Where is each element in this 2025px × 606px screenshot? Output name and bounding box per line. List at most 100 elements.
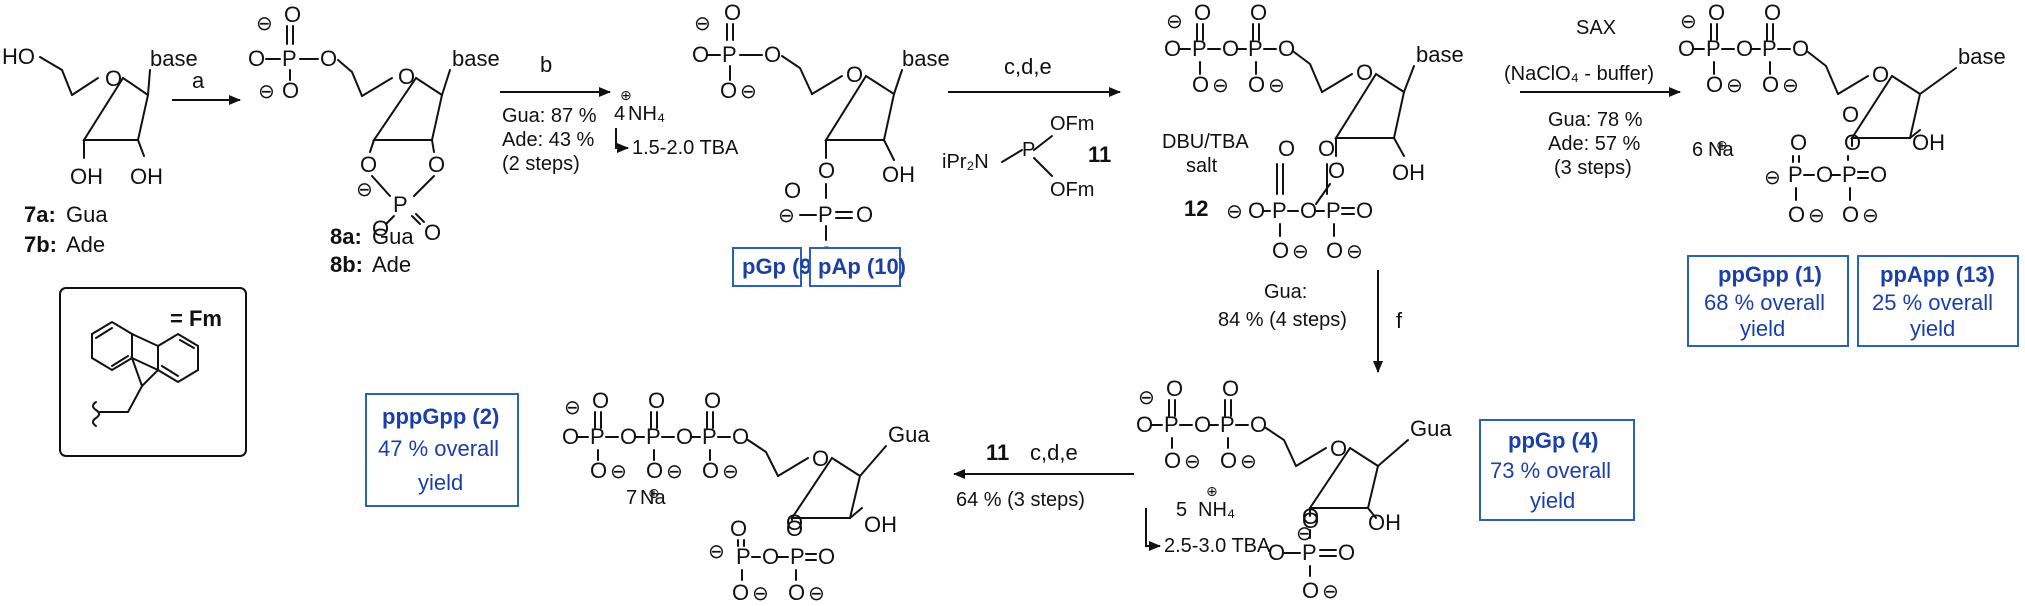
atom-o: O bbox=[1844, 130, 1861, 155]
charge-minus: ⊖ bbox=[722, 461, 739, 483]
atom-o: O bbox=[1164, 36, 1181, 61]
compound-8: ⊖ O P O O ⊖ O O base O O P ⊖ O O 8a: Gua… bbox=[248, 2, 500, 277]
ppgp-name: ppGp (4) bbox=[1508, 428, 1598, 453]
arrow-sax-label: SAX bbox=[1576, 17, 1616, 39]
atom-o: O bbox=[1302, 578, 1319, 603]
charge-minus: ⊖ bbox=[258, 81, 275, 103]
atom-o: O bbox=[1788, 202, 1805, 227]
charge-minus: ⊖ bbox=[1680, 11, 1697, 33]
compound-9-10: ⊖ O P O O O ⊖ O base OH O P ⊖ O O O ⊖ bbox=[692, 0, 950, 267]
atom-o: O bbox=[1762, 72, 1779, 97]
atom-p: P bbox=[1326, 198, 1341, 223]
atom-o: O bbox=[1268, 540, 1285, 565]
atom-o: O bbox=[248, 46, 265, 71]
arrow-b-label: b bbox=[540, 52, 552, 77]
ofm-label: OFm bbox=[1050, 113, 1094, 135]
base-label: base bbox=[1416, 42, 1464, 67]
charge-minus: ⊖ bbox=[1296, 523, 1313, 545]
atom-p: P bbox=[736, 544, 751, 569]
atom-o: O bbox=[1136, 412, 1153, 437]
atom-o: O bbox=[1222, 376, 1239, 401]
atom-p: P bbox=[1762, 36, 1777, 61]
charge-minus: ⊖ bbox=[1322, 581, 1339, 603]
atom-o: O bbox=[1764, 0, 1781, 25]
atom-o: O bbox=[1790, 130, 1807, 155]
atom-o: O bbox=[732, 580, 749, 605]
arrow-f-gua: Gua: bbox=[1264, 281, 1307, 303]
arrow-cde-bottom-yield: 64 % (3 steps) bbox=[956, 489, 1085, 511]
charge-minus: ⊖ bbox=[1138, 387, 1155, 409]
reagent-11: iPr₂N P OFm OFm 11 bbox=[942, 113, 1111, 201]
atom-p: P bbox=[282, 46, 297, 71]
atom-o: O bbox=[1248, 198, 1265, 223]
base-label: base bbox=[452, 46, 500, 71]
atom-o: O bbox=[1842, 102, 1859, 127]
atom-o: O bbox=[428, 152, 445, 177]
oh-label: OH bbox=[1912, 130, 1945, 155]
atom-o: O bbox=[1302, 508, 1319, 533]
na-label: Na bbox=[640, 487, 666, 509]
atom-o: O bbox=[764, 42, 781, 67]
na-label: Na bbox=[1708, 139, 1734, 161]
atom-p: P bbox=[818, 202, 833, 227]
tba-second: 2.5-3.0 TBA bbox=[1164, 535, 1271, 557]
charge-minus: ⊖ bbox=[752, 583, 769, 605]
atom-o: O bbox=[784, 178, 801, 203]
charge-minus: ⊖ bbox=[564, 397, 581, 419]
arrow-f-yield: 84 % (4 steps) bbox=[1218, 309, 1347, 331]
ppgpp-name: ppGpp (1) bbox=[1718, 262, 1822, 287]
charge-minus: ⊖ bbox=[694, 13, 711, 35]
charge-minus: ⊖ bbox=[1268, 75, 1285, 97]
compound-7a-name: Gua bbox=[66, 202, 108, 227]
oh-label: OH bbox=[70, 164, 103, 189]
atom-p: P bbox=[646, 424, 661, 449]
pppgpp-yield-word: yield bbox=[418, 470, 463, 495]
ring-o-label: O bbox=[846, 62, 863, 87]
atom-o: O bbox=[360, 152, 377, 177]
atom-p: P bbox=[393, 192, 408, 217]
arrow-b-gua-yield: Gua: 87 % bbox=[502, 105, 597, 127]
fm-label: = Fm bbox=[170, 306, 222, 331]
atom-o: O bbox=[1736, 36, 1753, 61]
atom-o: O bbox=[1278, 136, 1295, 161]
arrow-sax-steps: (3 steps) bbox=[1554, 157, 1632, 179]
compound-ppnpp: ⊖ O O O P O P O O ⊖ O ⊖ O base OH O ⊕ 6 … bbox=[1678, 0, 2006, 227]
atom-p: P bbox=[1302, 540, 1317, 565]
oh-label: OH bbox=[1392, 160, 1425, 185]
ring-o-label: O bbox=[398, 64, 415, 89]
atom-o: O bbox=[786, 510, 803, 535]
nh4-count: 4 bbox=[614, 103, 625, 125]
ppapp-yield-percent: 25 % overall bbox=[1872, 290, 1993, 315]
atom-o: O bbox=[1870, 162, 1887, 187]
pgp-box bbox=[732, 247, 802, 287]
atom-o: O bbox=[1194, 0, 1211, 25]
atom-o: O bbox=[1792, 36, 1809, 61]
ring-o-label: O bbox=[812, 446, 829, 471]
atom-o: O bbox=[692, 42, 709, 67]
ppgpp-box bbox=[1687, 255, 1849, 347]
atom-o: O bbox=[1706, 72, 1723, 97]
charge-minus: ⊖ bbox=[1226, 201, 1243, 223]
arrow-a-label: a bbox=[192, 68, 205, 93]
gua-label: Gua bbox=[1410, 416, 1452, 441]
compound-11-number: 11 bbox=[1088, 142, 1111, 167]
charge-minus: ⊖ bbox=[666, 461, 683, 483]
ipr2n-label: iPr₂N bbox=[942, 151, 989, 173]
ppapp-yield-word: yield bbox=[1910, 316, 1955, 341]
compound-12: ⊖ O O O P O P O O ⊖ O ⊖ O base OH O O O … bbox=[1162, 0, 1464, 263]
charge-minus: ⊖ bbox=[778, 205, 795, 227]
charge-plus: ⊕ bbox=[1716, 137, 1728, 153]
atom-o: O bbox=[1248, 72, 1265, 97]
atom-o: O bbox=[1250, 0, 1267, 25]
atom-o: O bbox=[592, 388, 609, 413]
charge-minus: ⊖ bbox=[1240, 451, 1257, 473]
pppgpp-box bbox=[365, 393, 519, 507]
counterion-exchange-arrow bbox=[615, 128, 629, 153]
charge-minus: ⊖ bbox=[1292, 241, 1309, 263]
base-label: base bbox=[150, 46, 198, 71]
arrow-b-ade-yield: Ade: 43 % bbox=[502, 129, 595, 151]
ring-o-label: O bbox=[1872, 62, 1889, 87]
charge-minus: ⊖ bbox=[610, 461, 627, 483]
atom-o: O bbox=[676, 424, 693, 449]
atom-o: O bbox=[646, 458, 663, 483]
